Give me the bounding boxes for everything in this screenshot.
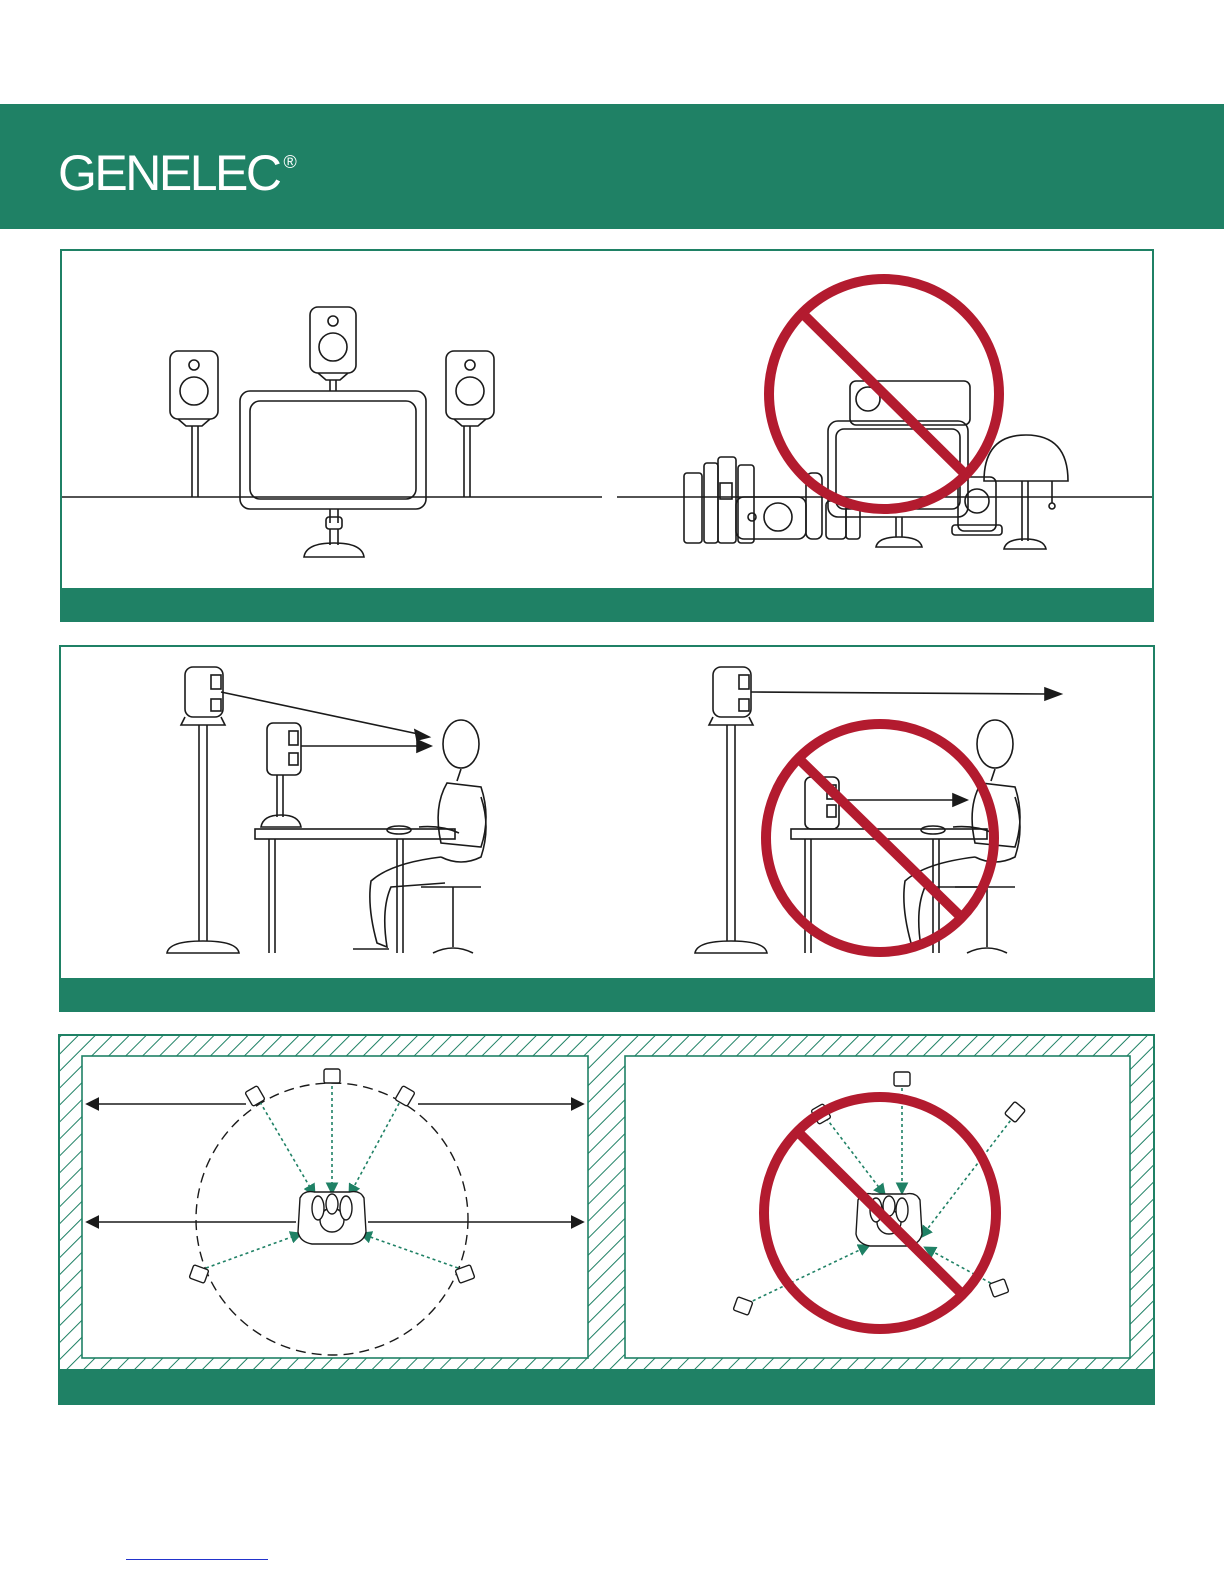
panel-room-symmetry [58, 1034, 1155, 1405]
seated-listener-icon [353, 720, 486, 953]
desk-icon [255, 829, 455, 953]
sound-arrows-icon [221, 692, 431, 752]
desk-speaker-icon [261, 723, 301, 827]
panel-footer-bar [60, 1369, 1153, 1403]
center-speaker-on-monitor-icon [310, 307, 356, 391]
room-symmetry-illustration [60, 1036, 1155, 1405]
placement-illustration [62, 251, 1154, 622]
tall-stand-speaker-icon [167, 667, 239, 953]
long-arrow-icon [751, 688, 1061, 806]
tweeter-height-illustration [61, 647, 1155, 1012]
books-icon [684, 457, 754, 543]
prohibited-sign-icon [769, 279, 999, 509]
right-speaker-on-stand-icon [446, 351, 494, 497]
panel-footer-bar [62, 588, 1152, 620]
left-speaker-on-stand-icon [170, 351, 218, 497]
panel-placement-obstruction [60, 249, 1154, 622]
brand-header: GENELEC® [0, 104, 1224, 229]
panel-tweeter-height [59, 645, 1155, 1012]
genelec-logo: GENELEC® [58, 148, 297, 198]
computer-monitor-icon [240, 391, 426, 557]
footer-link[interactable] [126, 1557, 268, 1560]
listener-top-view-icon [298, 1192, 366, 1244]
prohibited-sign-icon [766, 724, 994, 952]
panel-footer-bar [61, 978, 1153, 1010]
tall-stand-speaker-wrong-icon [695, 667, 767, 953]
